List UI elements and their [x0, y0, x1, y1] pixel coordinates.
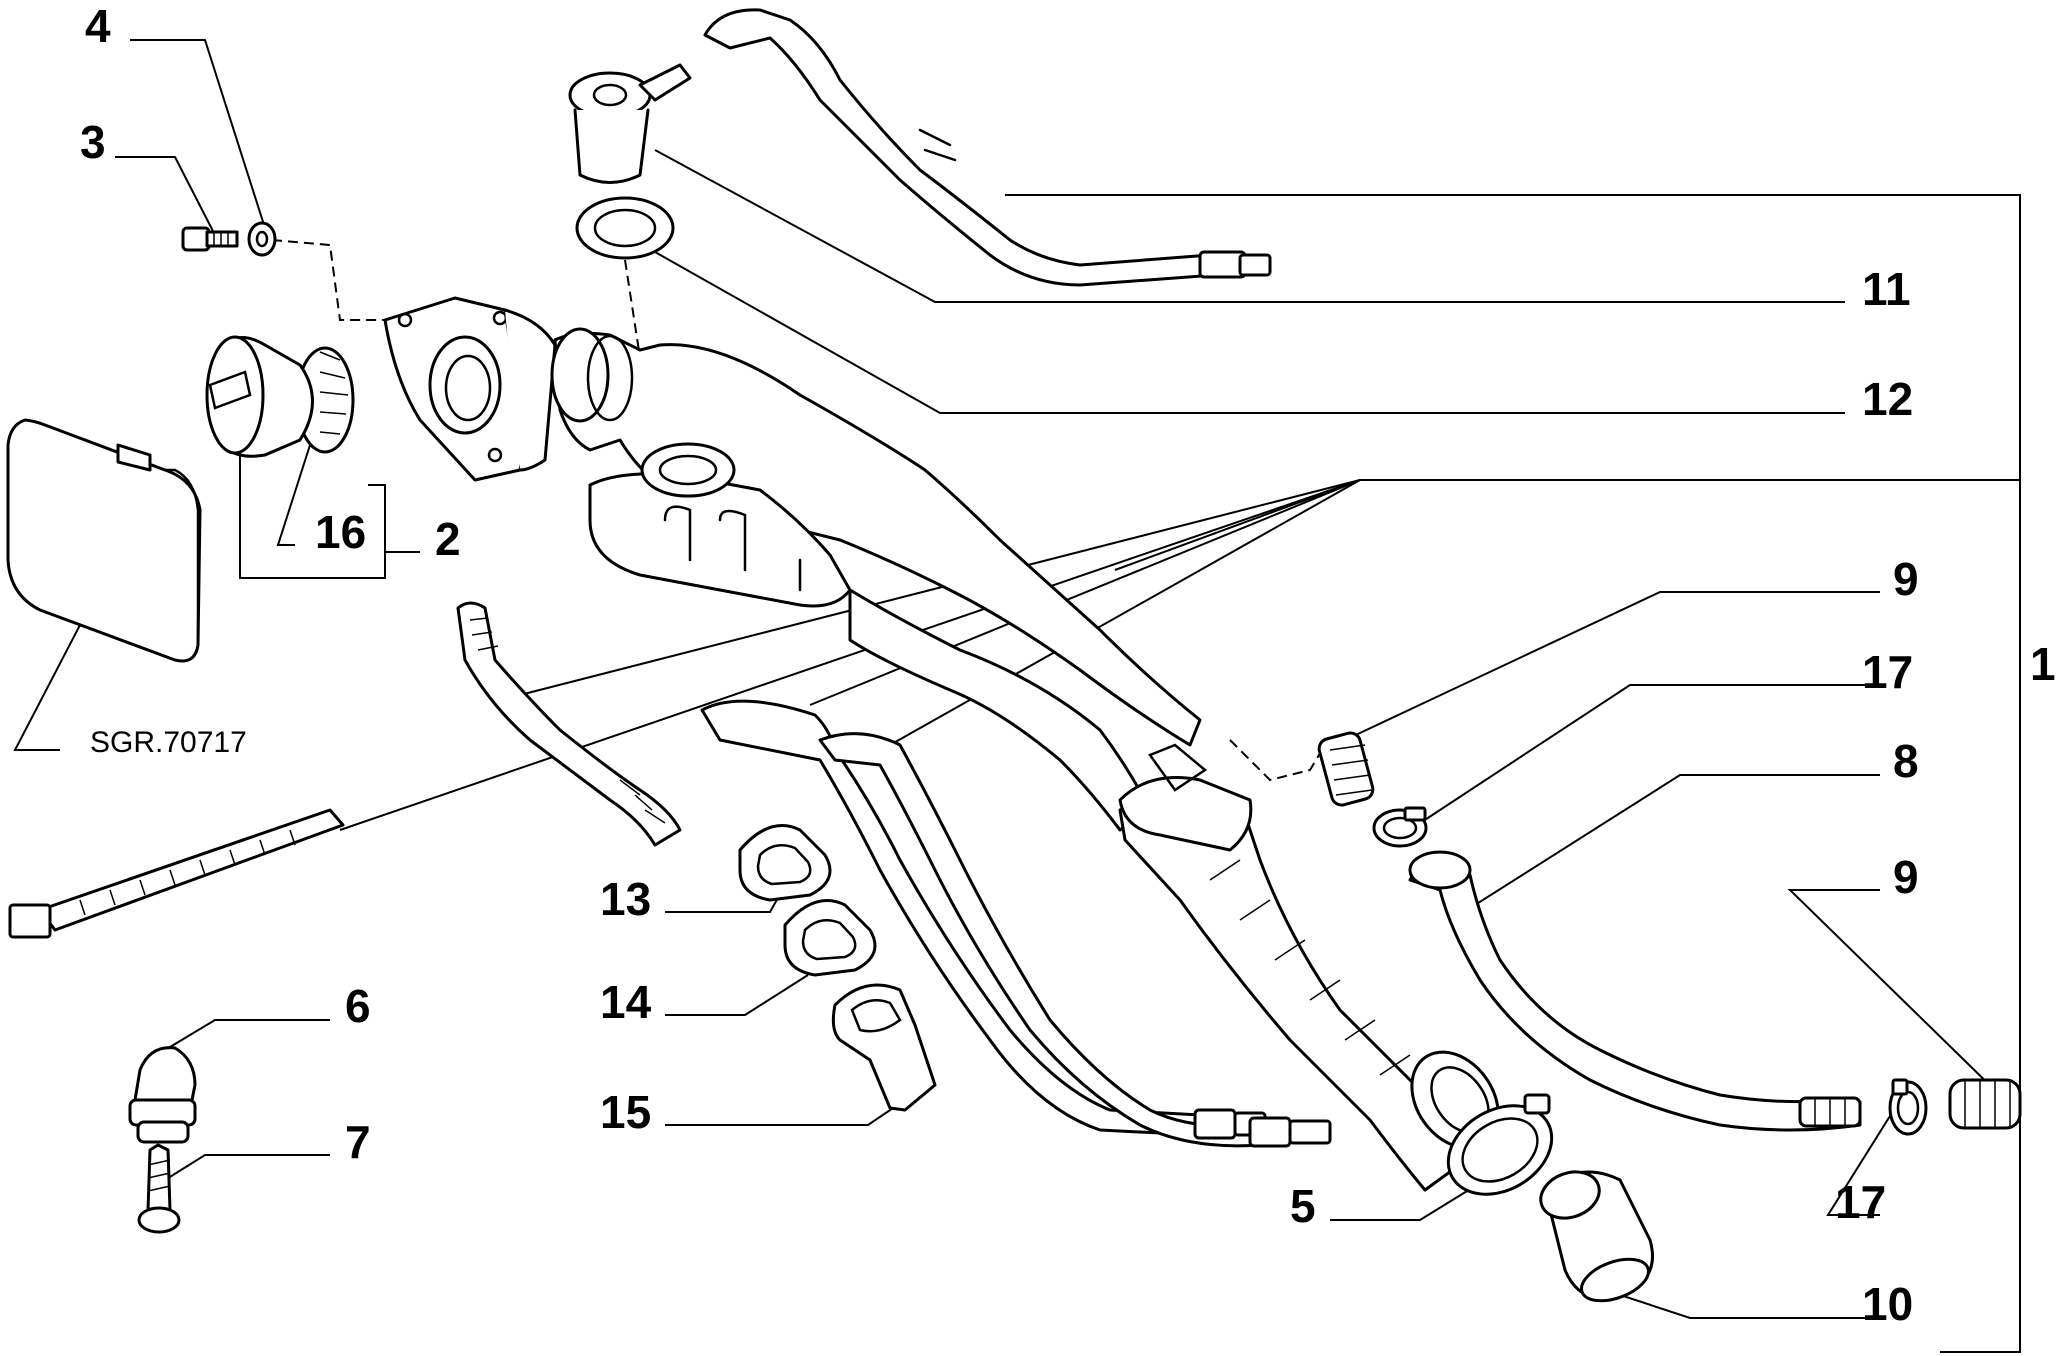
callout-9-lower: 9 [1893, 851, 1919, 903]
breather-hose-left [456, 601, 682, 847]
grommet-13 [738, 824, 832, 902]
filler-neck-flange [383, 296, 557, 482]
callout-1: 1 [2030, 638, 2056, 690]
callout-11: 11 [1862, 263, 1911, 315]
callout-labels: 1 2 3 4 5 6 7 8 9 9 10 11 12 13 14 15 16… [80, 0, 2056, 1330]
pipe-8 [1408, 850, 1862, 1132]
washer [247, 221, 277, 257]
vent-cap [568, 63, 692, 184]
drawing-reference: SGR.70717 [90, 726, 247, 759]
callout-5: 5 [1290, 1180, 1316, 1232]
tank-hose [1118, 743, 1500, 1192]
callout-12: 12 [1862, 373, 1913, 425]
clip [128, 1046, 197, 1144]
callout-16: 16 [315, 506, 366, 558]
callout-9-upper: 9 [1893, 553, 1919, 605]
leader-lines [13, 39, 2021, 1353]
vent-pipe-upper [703, 8, 1272, 287]
callout-2: 2 [435, 513, 461, 565]
callout-15: 15 [600, 1086, 651, 1138]
fuel-door-cover [6, 418, 202, 663]
hose-clamp-upper [1372, 806, 1428, 848]
callout-6: 6 [345, 980, 371, 1032]
callout-17-upper: 17 [1862, 646, 1913, 698]
callout-3: 3 [80, 116, 106, 168]
callout-17-lower: 17 [1835, 1176, 1886, 1228]
callout-14: 14 [600, 976, 652, 1028]
grommet-15 [831, 983, 937, 1112]
long-pipes [700, 699, 1332, 1148]
callout-8: 8 [1893, 735, 1919, 787]
hose-clamp-lower [1888, 1078, 1928, 1136]
filter-lower [1948, 1078, 2022, 1130]
filter-upper [1317, 731, 1375, 807]
cable-tie [8, 808, 345, 939]
sleeve [1539, 1170, 1654, 1303]
filler-cap [205, 335, 355, 458]
sealing-ring [575, 196, 675, 260]
hose-clamp-big [1446, 1093, 1554, 1196]
callout-10: 10 [1862, 1278, 1913, 1330]
bolt [181, 226, 239, 252]
filler-tube [550, 327, 1202, 747]
callout-4: 4 [85, 0, 111, 52]
callout-7: 7 [345, 1116, 371, 1168]
screw [137, 1143, 181, 1234]
callout-13: 13 [600, 873, 651, 925]
grommet-14 [783, 899, 877, 977]
filler-body [588, 442, 1152, 832]
